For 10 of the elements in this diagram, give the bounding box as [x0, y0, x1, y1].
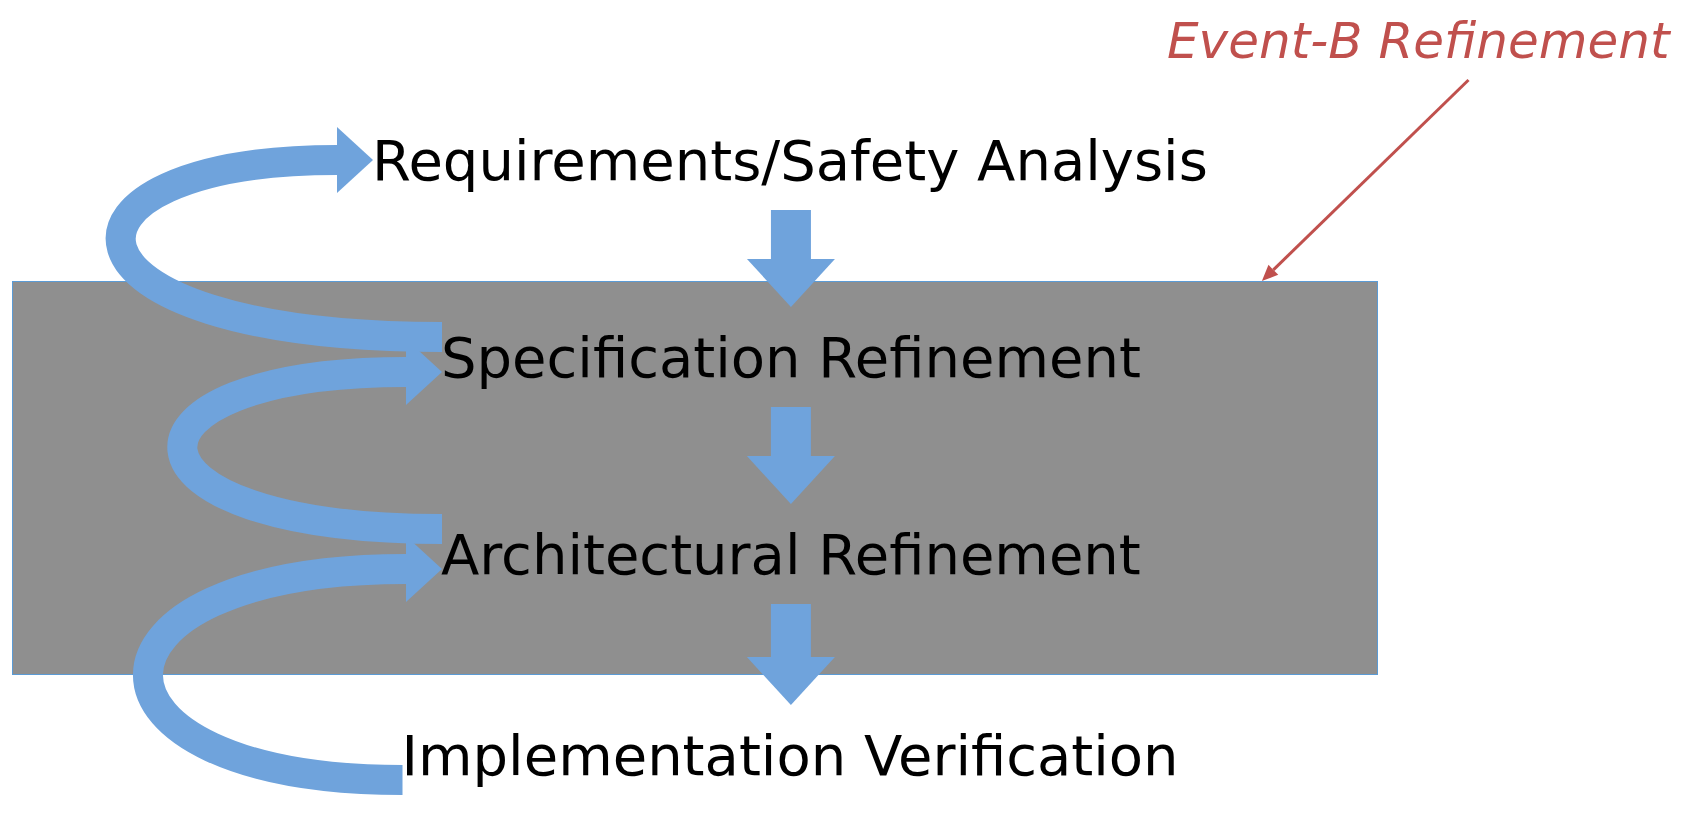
stage-label: Architectural Refinement — [441, 504, 1141, 604]
annotation-label: Event-B Refinement — [1167, 2, 1670, 80]
stage-label: Requirements/Safety Analysis — [372, 110, 1208, 210]
block-arrow — [746, 407, 835, 504]
refinement-panel — [12, 281, 1378, 675]
block-arrow — [746, 604, 835, 705]
stage-label: Specification Refinement — [441, 307, 1141, 407]
leader-line — [1261, 78, 1470, 281]
block-arrow — [746, 210, 835, 307]
stage-label: Implementation Verification — [401, 705, 1179, 805]
